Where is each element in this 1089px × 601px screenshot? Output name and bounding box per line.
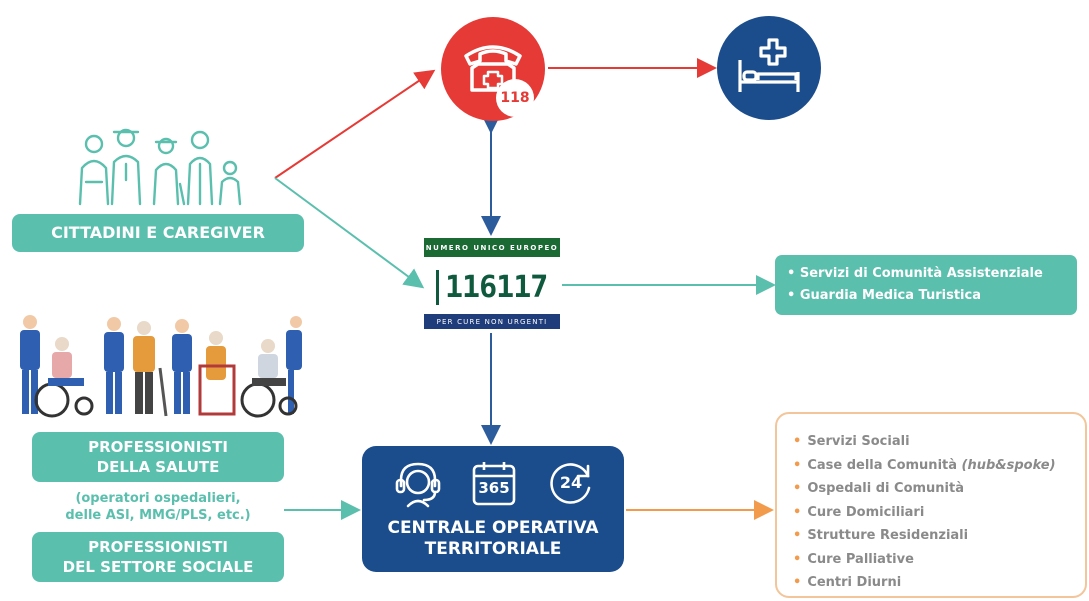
cot-service-item: •Case della Comunità (hub&spoke) (793, 457, 1056, 473)
arrow-citizens-to-116117 (274, 177, 425, 289)
cot-service-item: •Cure Palliative (793, 551, 914, 567)
emergency-118-badge: 118 (496, 79, 534, 117)
nue-top-banner: NUMERO UNICO EUROPEO (424, 238, 560, 257)
nue-number: 116117 (436, 267, 556, 307)
hospital-node (717, 16, 821, 120)
citizens-caregivers-label: CITTADINI E CAREGIVER (12, 214, 304, 252)
emergency-118-node: 118 (441, 17, 545, 121)
service-item: Guardia Medica Turistica (787, 285, 1065, 307)
cot-service-item: •Strutture Residenziali (793, 528, 969, 543)
service-item: Servizi di Comunità Assistenziale (787, 263, 1065, 285)
calendar-icon: 365 (472, 460, 516, 506)
cot-service-item: •Cure Domiciliari (793, 504, 925, 520)
services-116117-box: Servizi di Comunità Assistenziale Guardi… (775, 255, 1077, 315)
hospital-bed-icon (738, 38, 800, 92)
healthcare-staff-illustration (20, 315, 302, 418)
cot-service-item: •Centri Diurni (793, 575, 902, 590)
clock-24-icon: 24 (548, 460, 594, 506)
prof-salute-label: PROFESSIONISTI DELLA SALUTE (32, 432, 284, 482)
cot-title: CENTRALE OPERATIVA TERRITORIALE (387, 518, 599, 559)
prof-salute-note: (operatori ospedalieri, delle ASl, MMG/P… (65, 491, 251, 523)
headset-icon (395, 462, 441, 508)
cot-service-item: •Servizi Sociali (793, 434, 910, 449)
cot-node: 365 24 CENTRALE OPERATIVA TERRITORIALE (362, 446, 624, 572)
arrow-citizens-to-118 (274, 69, 436, 179)
nue-bottom-banner: PER CURE NON URGENTI (424, 314, 560, 329)
cot-service-item: •Ospedali di Comunità (793, 481, 964, 496)
people-group-icon (78, 128, 242, 206)
nue-116117-node: NUMERO UNICO EUROPEO 116117 PER CURE NON… (424, 238, 560, 331)
cot-services-box: •Servizi Sociali •Case della Comunità (h… (775, 412, 1087, 598)
prof-sociale-label: PROFESSIONISTI DEL SETTORE SOCIALE (32, 532, 284, 582)
